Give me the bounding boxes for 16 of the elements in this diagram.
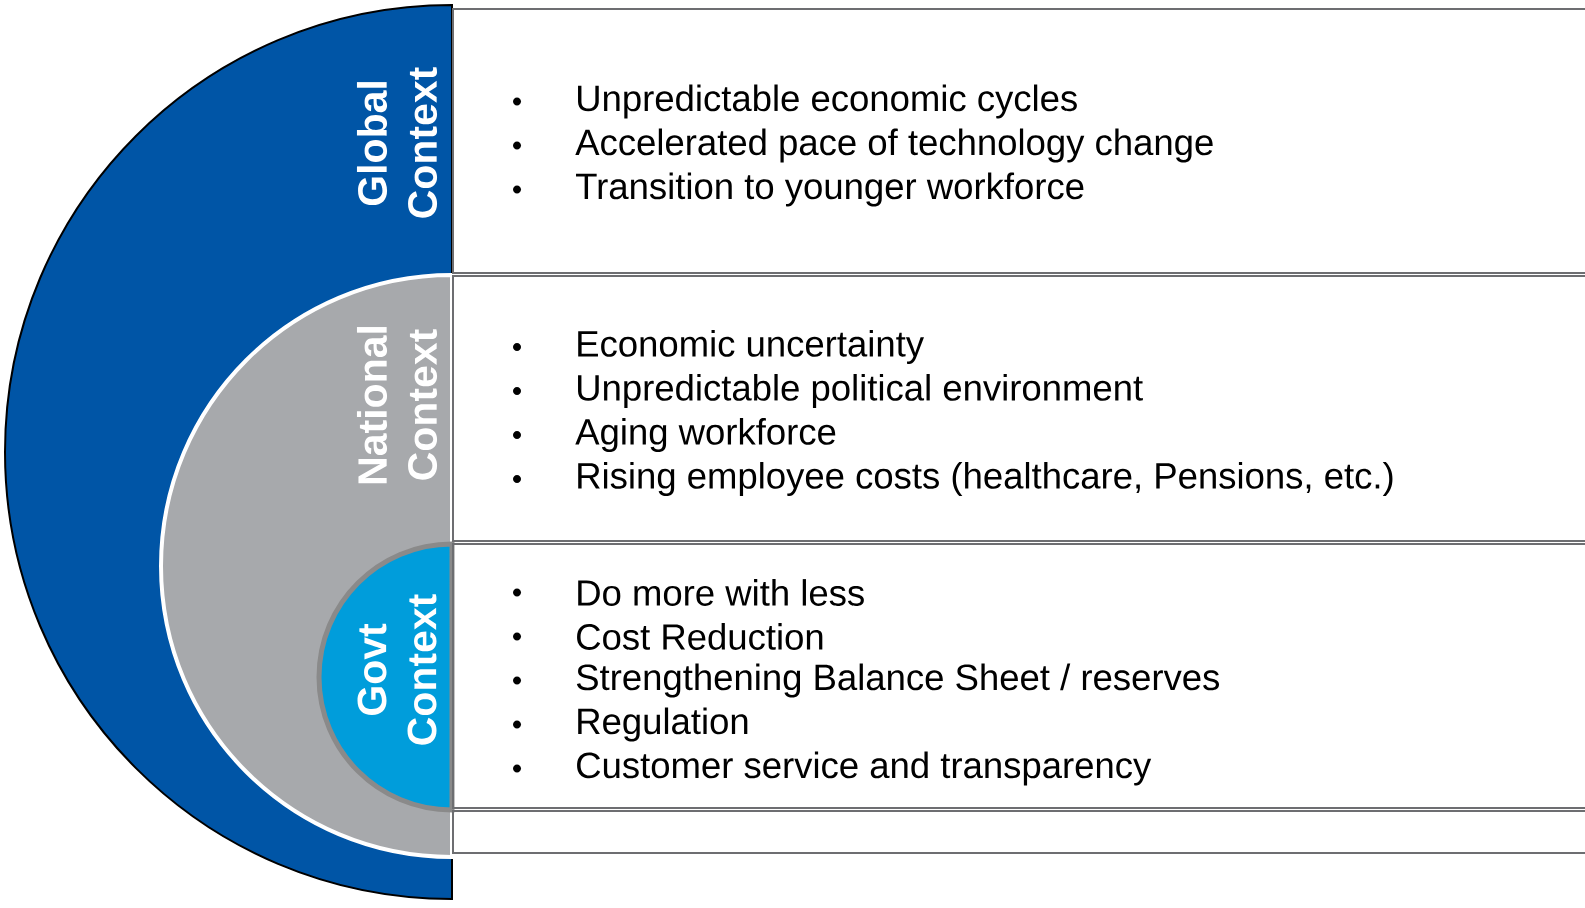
bullet-text: Economic uncertainty: [578, 330, 924, 364]
row-box: [452, 810, 1585, 854]
bullet-text: Accelerated pace of technology change: [575, 128, 1213, 163]
bullet-text: Regulation: [578, 707, 748, 742]
bullet-text: Do more with less: [578, 579, 864, 606]
row-box: [452, 275, 1585, 542]
row-box: [452, 543, 1585, 809]
bullet-text: Strengthening Balance Sheet / reserves: [576, 663, 1219, 698]
bullet-text: Unpredictable political environment: [578, 374, 1143, 408]
bullet-text: Aging workforce: [575, 418, 836, 452]
bullet-text: Transition to younger workforce: [576, 172, 1084, 207]
bullet-text: Cost Reduction: [577, 623, 823, 650]
bullet-text: Customer service and transparency: [577, 751, 1152, 786]
bullet-text: Rising employee costs (healthcare, Pensions, etc.): [578, 462, 1393, 496]
row-box: [452, 8, 1585, 274]
bullet-text: Unpredictable economic cycles: [578, 84, 1077, 119]
